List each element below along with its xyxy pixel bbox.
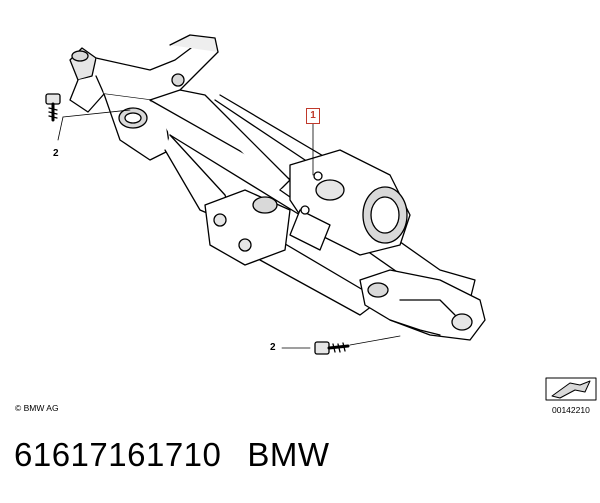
bolt-lower — [314, 341, 350, 355]
leader-lines — [57, 109, 401, 349]
wiper-motor — [289, 149, 411, 256]
center-bracket — [204, 189, 291, 266]
orientation-icon — [545, 377, 597, 401]
callout-part-2-lower[interactable]: 2 — [270, 342, 276, 353]
wiper-linkage-diagram — [45, 34, 597, 401]
left-pivot-mount — [69, 34, 219, 161]
brand-name: BMW — [247, 436, 330, 473]
diagram-number: 00142210 — [552, 405, 590, 415]
callout-part-2-upper[interactable]: 2 — [53, 148, 59, 159]
callout-part-1[interactable]: 1 — [306, 108, 320, 124]
bolt-upper — [45, 93, 61, 122]
part-caption: 61617161710 BMW — [14, 436, 330, 474]
copyright-text: © BMW AG — [15, 403, 59, 413]
right-pivot-mount — [359, 269, 486, 341]
part-number: 61617161710 — [14, 436, 222, 473]
